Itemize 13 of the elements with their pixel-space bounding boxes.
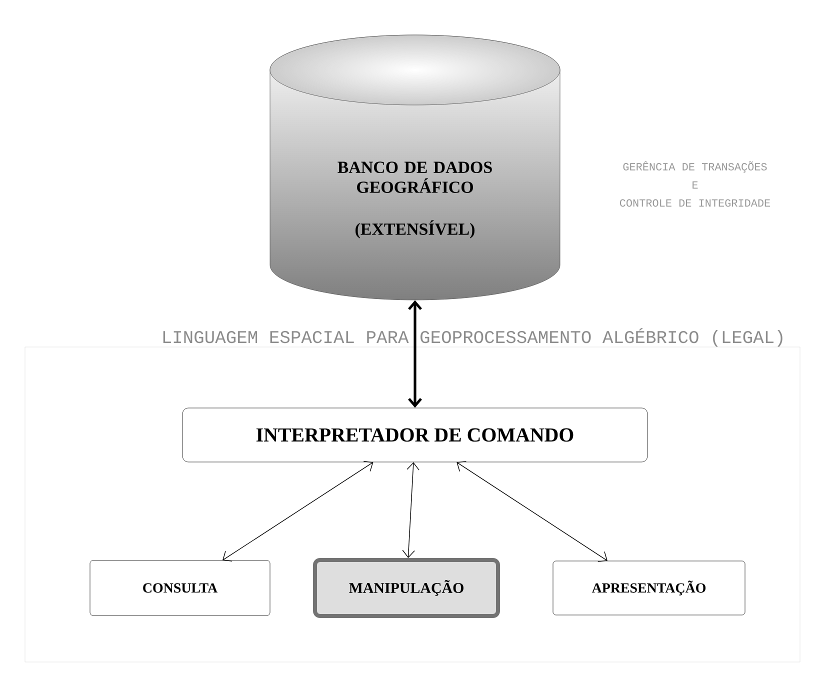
side-note: E: [692, 181, 698, 189]
panel-heading: LINGUAGEM ESPACIAL PARA GEOPROCESSAMENTO ALGÉBRICO (LEGAL): [163, 328, 782, 347]
arrow: [222, 460, 374, 562]
process-box: CONSULTA: [90, 560, 270, 616]
arrow: [402, 462, 420, 558]
side-note: CONTROLE DE INTEGRIDADE: [620, 199, 770, 207]
process-box: MANIPULAÇÃO: [313, 558, 500, 618]
arrow: [408, 300, 422, 408]
database-cylinder: BANCO DE DADOS GEOGRÁFICO (EXTENSÍVEL): [270, 34, 560, 300]
arrow: [456, 460, 608, 562]
process-box: APRESENTAÇÃO: [552, 560, 746, 616]
side-note: GERÊNCIA DE TRANSAÇÕES: [623, 161, 767, 173]
command-box: INTERPRETADOR DE COMANDO: [182, 408, 648, 462]
